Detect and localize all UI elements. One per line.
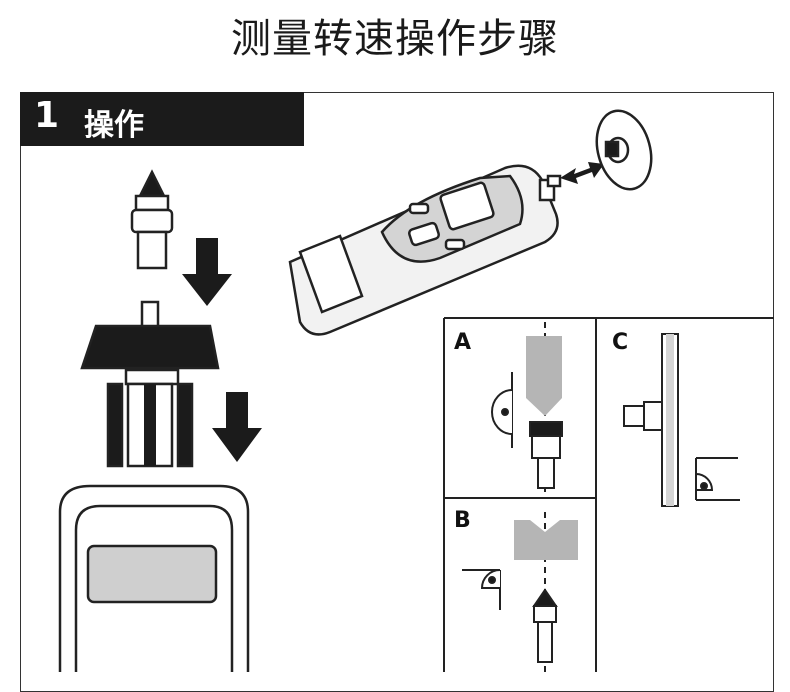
contact-wheel (595, 109, 653, 191)
panel-b-label: B (454, 508, 471, 533)
double-arrow-icon (560, 162, 604, 184)
diagram-illustrations (58, 109, 774, 672)
step-number: 1 (34, 95, 60, 136)
page-title: 测量转速操作步骤 (231, 16, 559, 62)
panel-b-illustration (462, 512, 578, 672)
down-arrow-icon (182, 238, 232, 306)
step-label: 操作 (84, 108, 144, 143)
panel-a-label: A (454, 330, 472, 355)
panel-a-illustration (491, 322, 563, 492)
tachometer-head (58, 484, 250, 672)
sub-panel-grid (443, 317, 774, 672)
cone-tip-adapter (130, 169, 174, 270)
shaft-mount (80, 300, 220, 468)
handheld-tachometer (288, 164, 562, 336)
panel-c-label: C (612, 330, 629, 355)
panel-c-illustration (623, 333, 740, 507)
down-arrow-icon (212, 392, 262, 462)
step-header: 1 操作 (20, 92, 304, 146)
